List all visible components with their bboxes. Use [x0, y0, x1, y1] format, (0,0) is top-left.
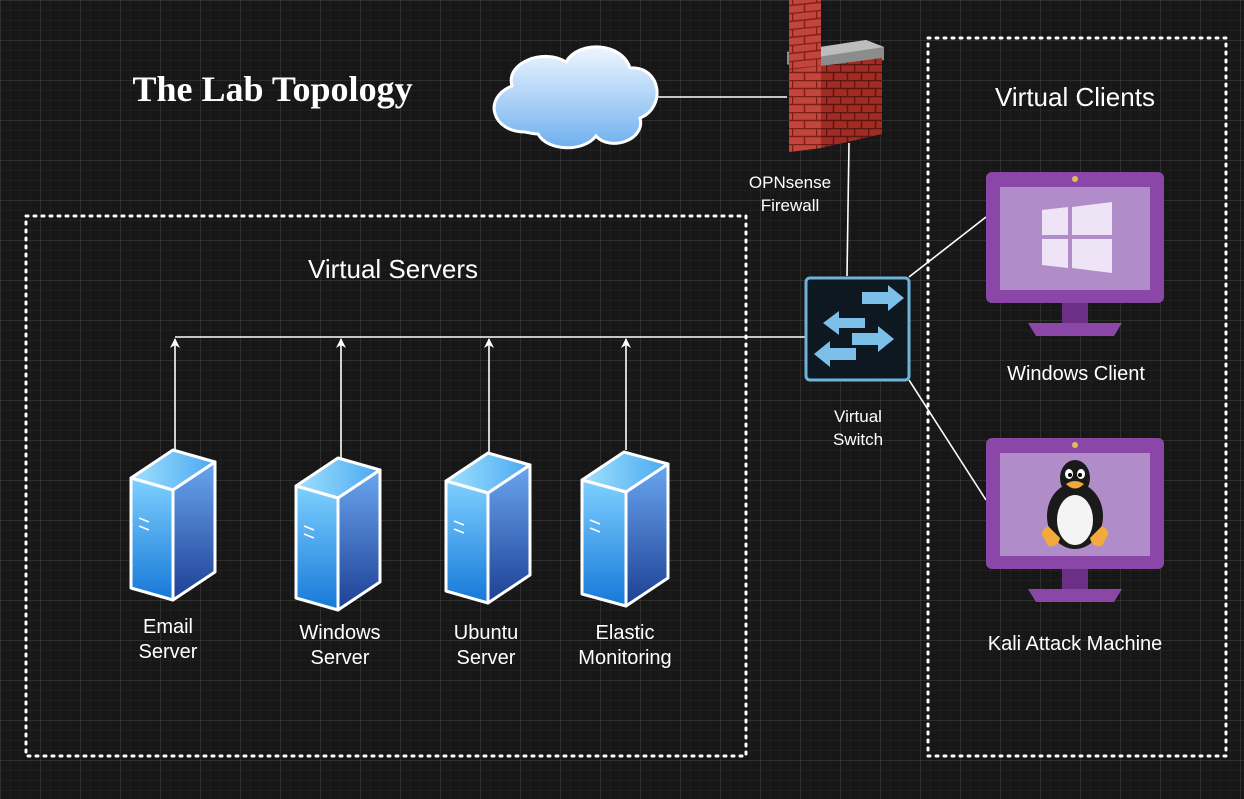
kali-attack-machine-label: Kali Attack Machine	[987, 633, 1163, 655]
server-tower-icon	[444, 451, 532, 605]
brick-firewall-icon	[787, 0, 884, 152]
cloud-icon	[492, 45, 659, 150]
tux-penguin-icon	[1041, 460, 1109, 549]
switch-kali-link	[908, 379, 987, 501]
firewall-label: OPNsense Firewall	[748, 173, 832, 215]
connectors	[170, 96, 987, 501]
virtual-servers-group-border	[24, 214, 748, 758]
server-tower-icon	[129, 448, 217, 602]
switch-label: Virtual Switch	[832, 407, 884, 449]
virtual-clients-label: Virtual Clients	[995, 82, 1155, 112]
diagram-title: The Lab Topology	[132, 69, 413, 109]
windows-client-label: Windows Client	[1007, 363, 1145, 385]
switch-arrows-icon	[804, 276, 911, 382]
switch-windows-client-link	[908, 216, 987, 278]
virtual-servers-label: Virtual Servers	[307, 254, 479, 284]
linux-monitor-icon	[986, 438, 1164, 602]
server-tower-icon	[294, 456, 382, 612]
email-server-label: Email Server	[138, 616, 198, 663]
elastic-monitoring-label: Elastic Monitoring	[578, 622, 672, 669]
server-tower-icon	[580, 450, 670, 608]
firewall-switch-link	[846, 142, 850, 277]
windows-monitor-icon	[986, 172, 1164, 336]
ubuntu-server-label: Ubuntu Server	[453, 622, 519, 669]
windows-server-label: Windows Server	[299, 622, 381, 669]
virtual-clients-group-border	[926, 36, 1228, 758]
